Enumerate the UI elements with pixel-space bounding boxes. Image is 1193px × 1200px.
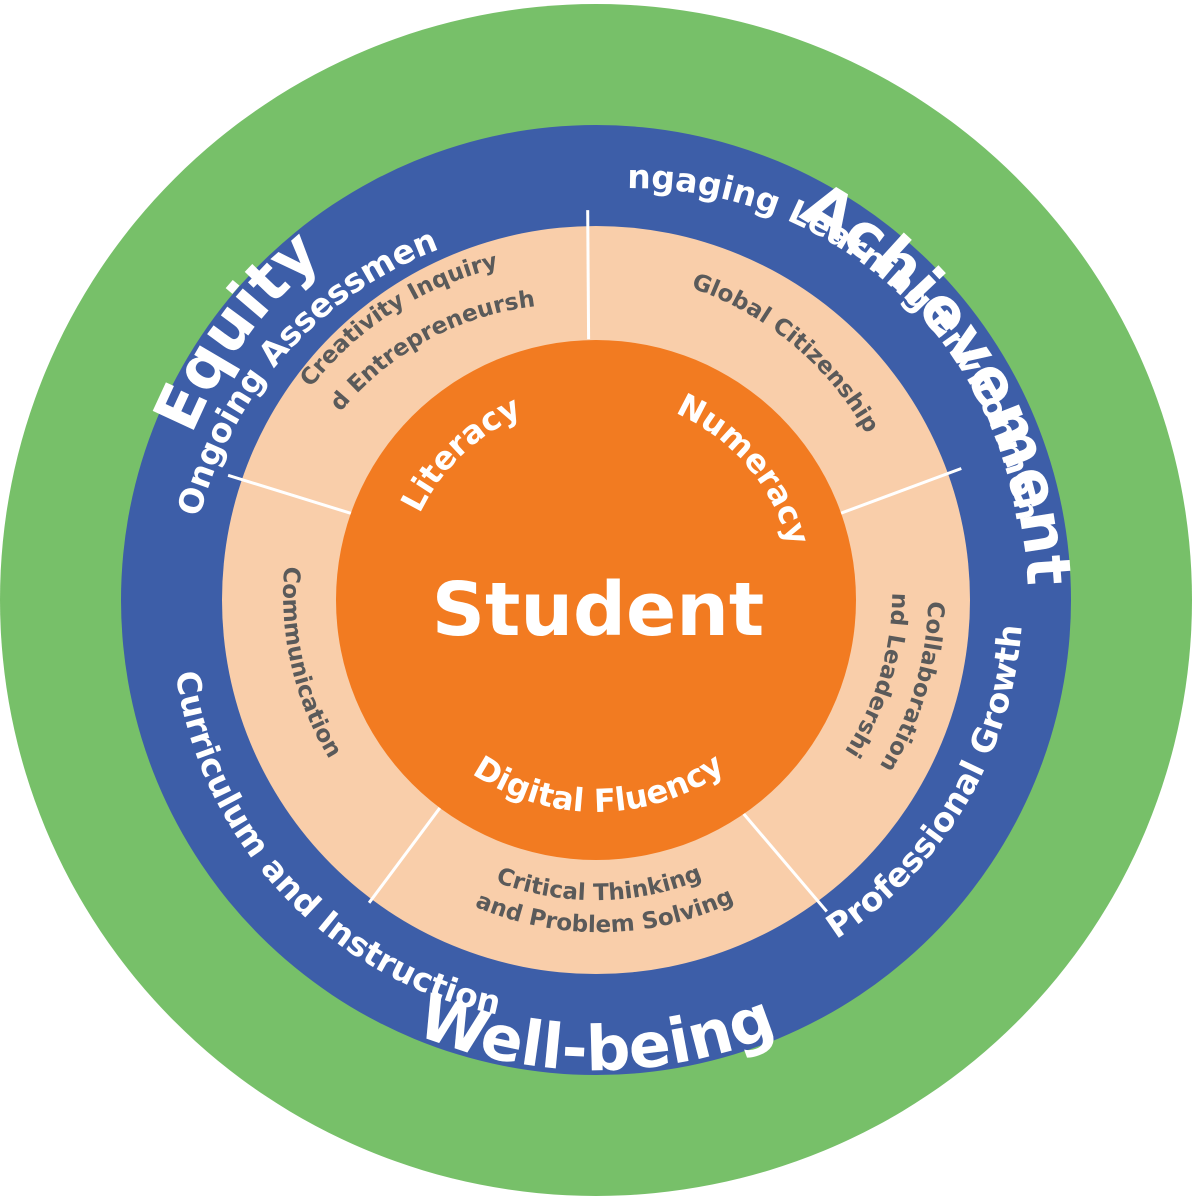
divider-left-lower bbox=[367, 804, 444, 904]
divider-right-lower bbox=[742, 812, 828, 913]
divider-left-upper bbox=[227, 473, 353, 516]
divider-top bbox=[586, 210, 591, 340]
segment-dividers bbox=[227, 210, 962, 913]
divider-right-upper bbox=[835, 467, 962, 517]
student-core bbox=[336, 340, 856, 860]
student-label: Student bbox=[432, 567, 765, 653]
